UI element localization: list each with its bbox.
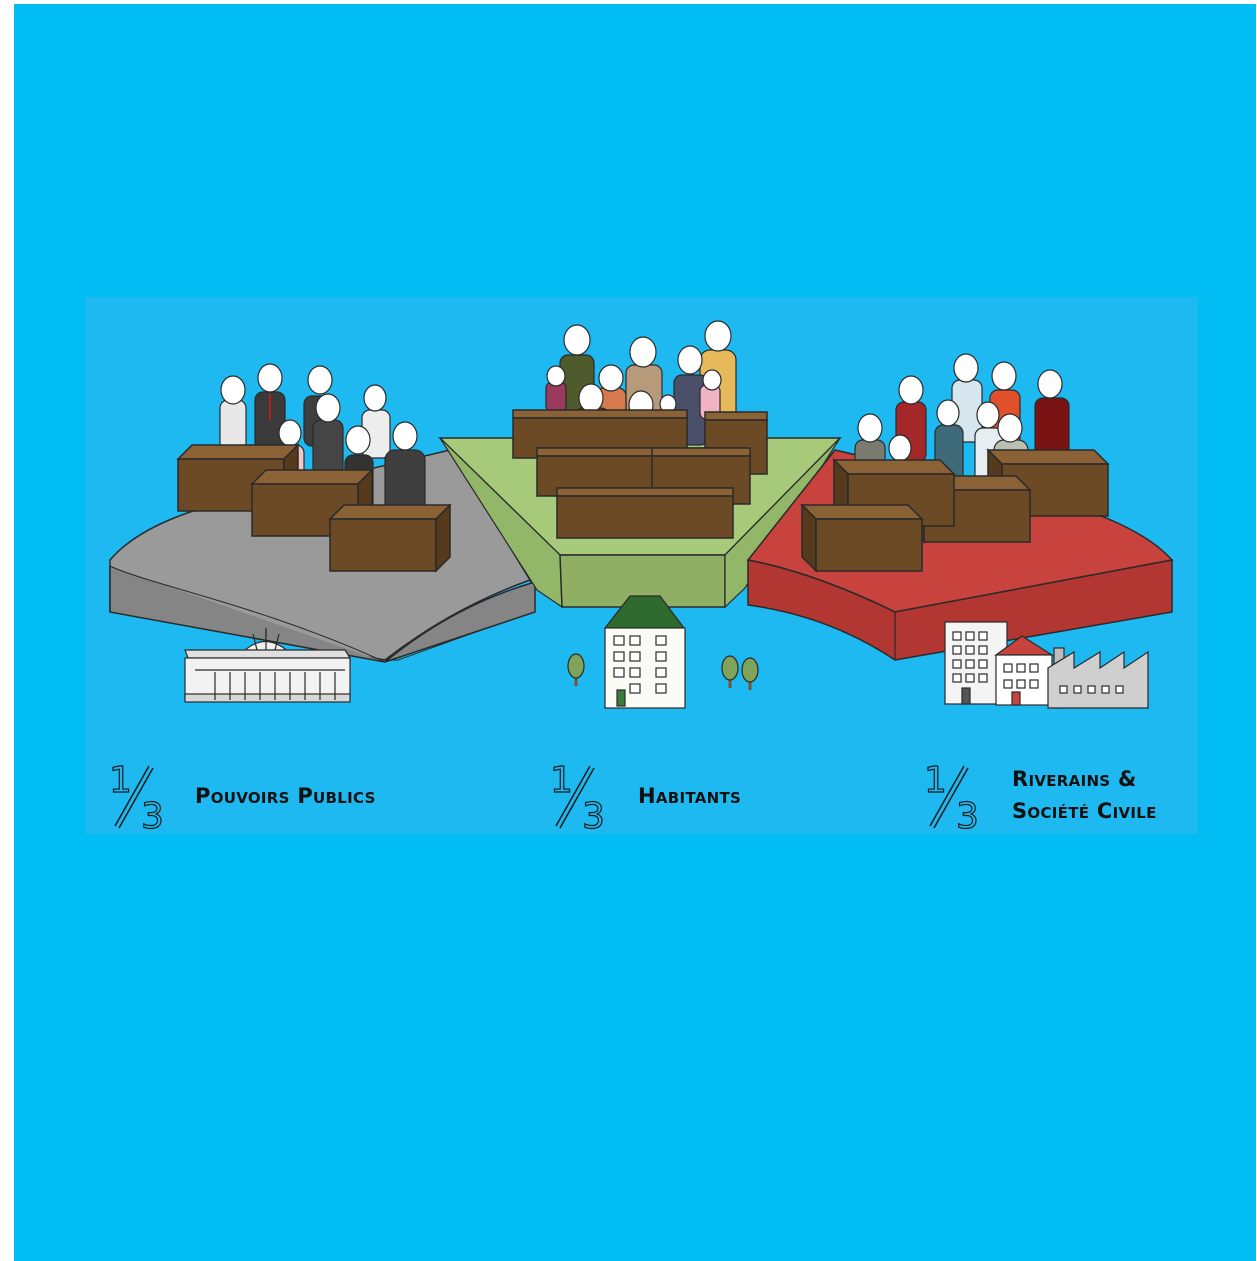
label-line: Habitants	[638, 784, 742, 808]
fraction-denominator: 3	[582, 796, 605, 837]
bench	[801, 504, 923, 572]
bench	[329, 504, 451, 572]
label-public-authorities: Pouvoirs Publics	[195, 780, 376, 812]
tree-icon	[721, 655, 739, 689]
bench	[556, 487, 734, 539]
tree-icon	[567, 653, 585, 687]
fraction-denominator: 3	[141, 796, 164, 837]
fraction-numerator: 1	[109, 760, 132, 801]
fraction-public: 1 3	[105, 759, 167, 837]
label-line: Riverains &	[1012, 767, 1137, 791]
fraction-numerator: 1	[924, 760, 947, 801]
label-line: Pouvoirs Publics	[195, 784, 376, 808]
label-civil-society: Riverains & Société Civile	[1012, 763, 1157, 827]
fraction-civil-society: 1 3	[920, 759, 982, 837]
label-line: Société Civile	[1012, 799, 1157, 823]
tree-icon	[741, 657, 759, 691]
apartment-building-icon	[603, 595, 686, 709]
fraction-denominator: 3	[956, 796, 979, 837]
town-and-factory-icon	[944, 621, 1149, 709]
label-residents: Habitants	[638, 780, 741, 812]
fraction-residents: 1 3	[546, 759, 608, 837]
fraction-numerator: 1	[550, 760, 573, 801]
parliament-icon	[184, 628, 352, 703]
